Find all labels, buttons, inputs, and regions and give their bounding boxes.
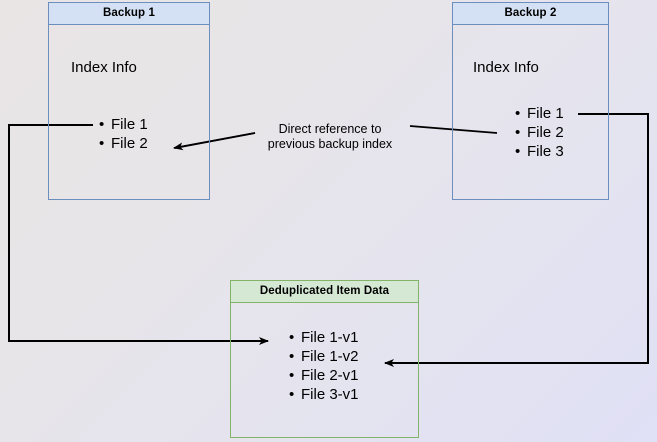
node-deduplicated-item-data-body: File 1-v1 File 1-v2 File 2-v1 File 3-v1 <box>231 303 418 437</box>
list-item: File 1 <box>515 104 564 123</box>
node-deduplicated-item-data-title: Deduplicated Item Data <box>231 281 418 303</box>
list-item: File 3 <box>515 142 564 161</box>
list-item: File 1-v1 <box>289 328 358 347</box>
list-item: File 2-v1 <box>289 366 358 385</box>
dedup-file-list: File 1-v1 File 1-v2 File 2-v1 File 3-v1 <box>287 328 358 404</box>
node-backup-2-title: Backup 2 <box>453 3 608 25</box>
list-item: File 2 <box>99 134 148 153</box>
list-item: File 1-v2 <box>289 347 358 366</box>
node-backup-1[interactable]: Backup 1 Index Info File 1 File 2 <box>48 2 210 200</box>
node-deduplicated-item-data[interactable]: Deduplicated Item Data File 1-v1 File 1-… <box>230 280 419 438</box>
list-item: File 2 <box>515 123 564 142</box>
node-backup-1-body: Index Info File 1 File 2 <box>49 25 209 199</box>
node-backup-2[interactable]: Backup 2 Index Info File 1 File 2 File 3 <box>452 2 609 200</box>
list-item: File 3-v1 <box>289 385 358 404</box>
edge-label-direct-reference: Direct reference to previous backup inde… <box>267 122 393 151</box>
node-backup-1-title: Backup 1 <box>49 3 209 25</box>
backup-2-index-info-label: Index Info <box>473 59 539 76</box>
edge-backup2-to-backup1-arrow <box>173 132 256 151</box>
backup-1-index-info-label: Index Info <box>71 59 137 76</box>
list-item: File 1 <box>99 115 148 134</box>
backup-2-file-list: File 1 File 2 File 3 <box>513 104 564 161</box>
edge-backup1-to-dedup <box>8 124 269 345</box>
edge-backup2-to-dedup <box>384 113 649 367</box>
backup-1-file-list: File 1 File 2 <box>97 115 148 153</box>
node-backup-2-body: Index Info File 1 File 2 File 3 <box>453 25 608 199</box>
